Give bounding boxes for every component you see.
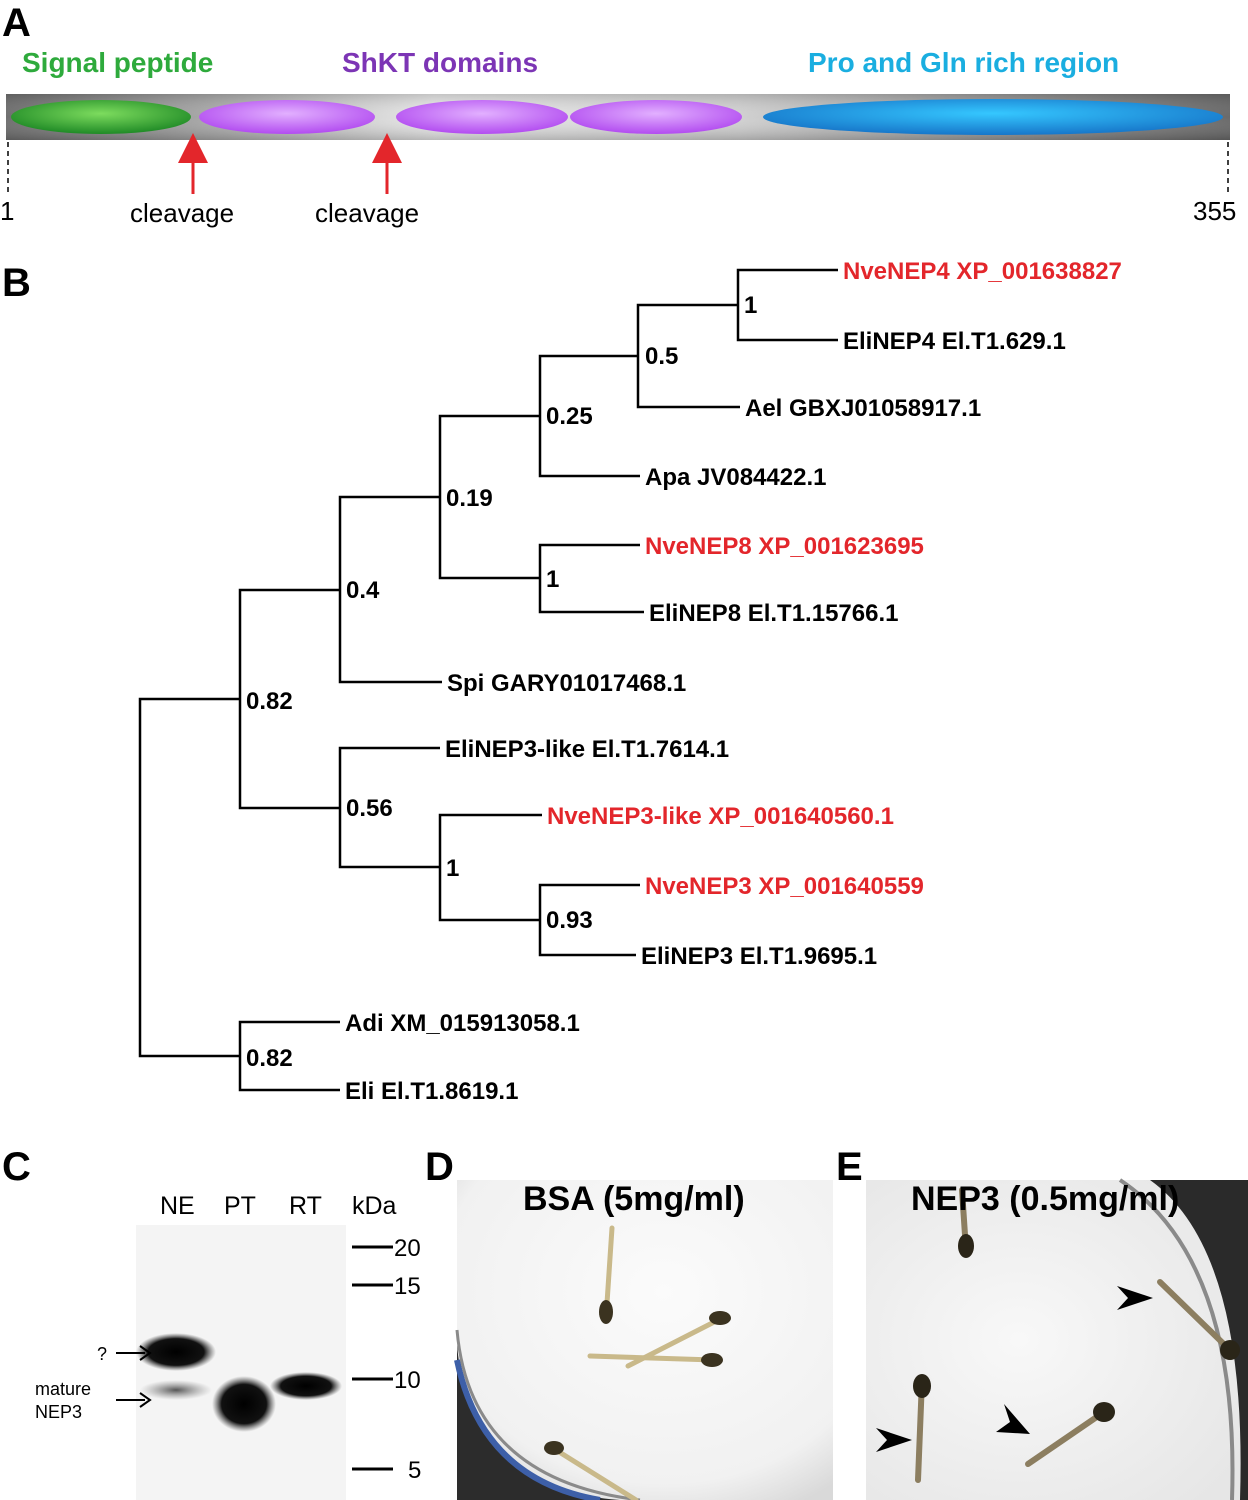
larva-head: [958, 1234, 974, 1258]
signal-peptide-label: Signal peptide: [22, 47, 213, 78]
marker-label-15: 15: [394, 1273, 421, 1300]
larva: [1157, 1279, 1235, 1355]
band-label-unknown: ?: [97, 1344, 107, 1364]
dish-rim-edge: [455, 1329, 641, 1500]
band-unknown: [136, 1333, 216, 1371]
marker-label-10: 10: [394, 1367, 421, 1394]
dish-rim: [1150, 1180, 1248, 1500]
tree-leaf: Adi XM_015913058.1: [345, 1010, 580, 1037]
support-value: 0.19: [446, 485, 493, 512]
support-value: 0.56: [346, 795, 393, 822]
start-position: 1: [0, 196, 14, 226]
support-value: 0.25: [546, 403, 593, 430]
tree-leaf: EliNEP3 El.T1.9695.1: [641, 943, 877, 970]
band-rt: [270, 1372, 342, 1400]
tree-leaf: Ael GBXJ01058917.1: [745, 395, 981, 422]
pro-gln-domain: [763, 99, 1223, 135]
band-label-nep3: NEP3: [35, 1402, 82, 1422]
lane-label-ne: NE: [160, 1192, 195, 1220]
tree-leaf: EliNEP4 El.T1.629.1: [843, 328, 1066, 355]
dish-rim-edge: [1118, 1178, 1235, 1500]
tree-leaf: NveNEP8 XP_001623695: [645, 533, 924, 560]
shkt-domain-1: [199, 100, 375, 134]
lane-label-pt: PT: [224, 1192, 256, 1220]
pro-gln-region-label: Pro and Gln rich region: [808, 47, 1119, 78]
photo-nep3-title: NEP3 (0.5mg/ml): [911, 1180, 1179, 1218]
size-markers: [352, 1245, 393, 1471]
larva-head: [599, 1300, 613, 1324]
shkt-domains-label: ShKT domains: [342, 47, 538, 78]
support-value: 1: [546, 566, 559, 593]
band-label-mature: mature: [35, 1379, 91, 1399]
signal-peptide-domain: [11, 100, 191, 134]
tree-leaf: EliNEP8 El.T1.15766.1: [649, 600, 898, 627]
panel-label-d: D: [425, 1145, 454, 1189]
blot-unit-label: kDa: [352, 1192, 397, 1220]
tree-leaf: NveNEP3 XP_001640559: [645, 873, 924, 900]
larvae-nep3: [913, 1187, 1240, 1483]
panel-label-a: A: [2, 1, 31, 45]
photo-nep3-background: [866, 1180, 1248, 1500]
support-value: 0.4: [346, 577, 380, 604]
marker-label-5: 5: [408, 1457, 421, 1484]
larvae-bsa: [544, 1225, 731, 1500]
tree-leaf-labels: NveNEP4 XP_001638827 EliNEP4 El.T1.629.1…: [345, 258, 1122, 1105]
band-ne-mature: [140, 1380, 212, 1400]
larva-head: [1220, 1340, 1240, 1360]
arrowhead-icon: [996, 1404, 1030, 1434]
dish-rim-inner: [454, 1359, 601, 1500]
shkt-domain-2: [396, 100, 568, 134]
photo-nep3: NEP3 (0.5mg/ml): [866, 1178, 1248, 1500]
panel-label-e: E: [836, 1145, 863, 1189]
support-value: 0.82: [246, 688, 293, 715]
tree-leaf: EliNEP3-like El.T1.7614.1: [445, 736, 729, 763]
band-pt: [212, 1376, 276, 1432]
protein-domain-bar: [6, 94, 1230, 140]
tree-leaf: NveNEP3-like XP_001640560.1: [547, 803, 894, 830]
arrowheads: [876, 1286, 1153, 1452]
support-value: 1: [744, 292, 757, 319]
support-value: 0.93: [546, 907, 593, 934]
branch: [138, 697, 240, 1058]
larva-head: [544, 1441, 564, 1455]
tree-leaf: Eli El.T1.8619.1: [345, 1078, 518, 1105]
end-position: 355: [1193, 196, 1236, 226]
dish-rim: [457, 1345, 620, 1500]
shkt-domain-3: [570, 100, 742, 134]
arrowhead-icon: [1117, 1286, 1153, 1310]
tree-support-values: 1 0.5 0.25 0.19 1 0.4 0.82 0.56 1 0.93 0…: [246, 292, 757, 1072]
cleavage-label-1: cleavage: [130, 198, 234, 228]
marker-label-20: 20: [394, 1235, 421, 1262]
cleavage-label-2: cleavage: [315, 198, 419, 228]
photo-bsa-title: BSA (5mg/ml): [523, 1180, 745, 1218]
band-arrowhead-unknown: [139, 1345, 152, 1361]
photo-bsa: BSA (5mg/ml): [454, 1180, 833, 1500]
larva-head: [1093, 1402, 1115, 1422]
panel-label-c: C: [2, 1145, 31, 1189]
larva: [587, 1353, 717, 1363]
support-value: 0.82: [246, 1045, 293, 1072]
larva-head: [709, 1311, 731, 1325]
larva: [545, 1442, 639, 1500]
lane-label-rt: RT: [289, 1192, 322, 1220]
band-arrowhead-mature: [139, 1392, 152, 1408]
larva: [1025, 1409, 1107, 1467]
support-value: 1: [446, 855, 459, 882]
blot-bands: [136, 1333, 342, 1432]
phylogenetic-tree: [138, 268, 838, 1092]
larva-head: [913, 1374, 931, 1398]
support-value: 0.5: [645, 343, 678, 370]
tree-leaf: Spi GARY01017468.1: [447, 670, 686, 697]
tree-leaf: Apa JV084422.1: [645, 464, 826, 491]
photo-bsa-background: [457, 1180, 833, 1500]
panel-label-b: B: [2, 261, 31, 305]
arrowhead-icon: [876, 1428, 912, 1452]
tree-leaf: NveNEP4 XP_001638827: [843, 258, 1122, 285]
larva-head: [701, 1353, 723, 1367]
